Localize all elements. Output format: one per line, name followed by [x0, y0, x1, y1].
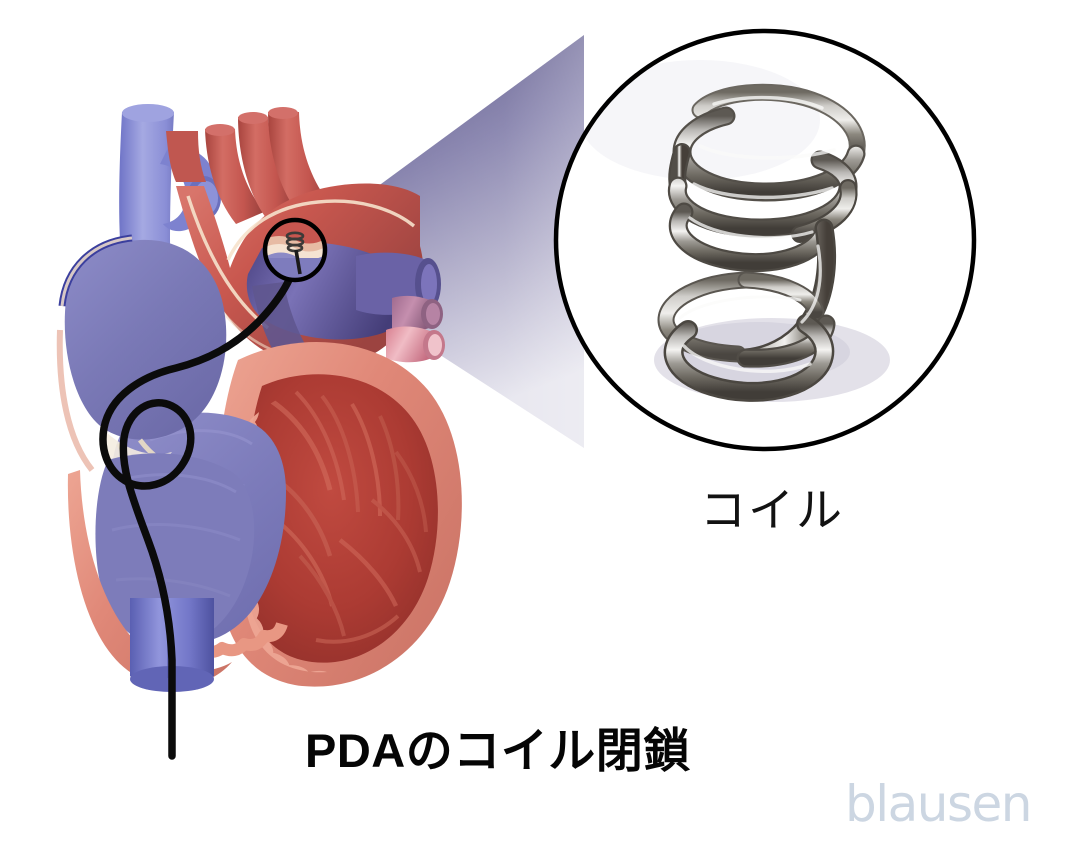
embolization-coil [657, 83, 866, 402]
trabeculae [260, 390, 428, 644]
coil-magnified-view [553, 28, 977, 452]
magnification-cone [318, 35, 584, 448]
magnifier-circle-outline [553, 28, 977, 452]
catheter [99, 248, 300, 760]
pda-site-magnifier [262, 217, 328, 283]
blausen-watermark: blausen [845, 775, 1032, 833]
pulmonary-veins [386, 295, 445, 363]
right-atrium [56, 234, 227, 472]
coil-label: コイル [700, 484, 844, 536]
page-title: PDAのコイル閉鎖 [305, 724, 691, 777]
aortic-arch-branches [166, 107, 330, 224]
